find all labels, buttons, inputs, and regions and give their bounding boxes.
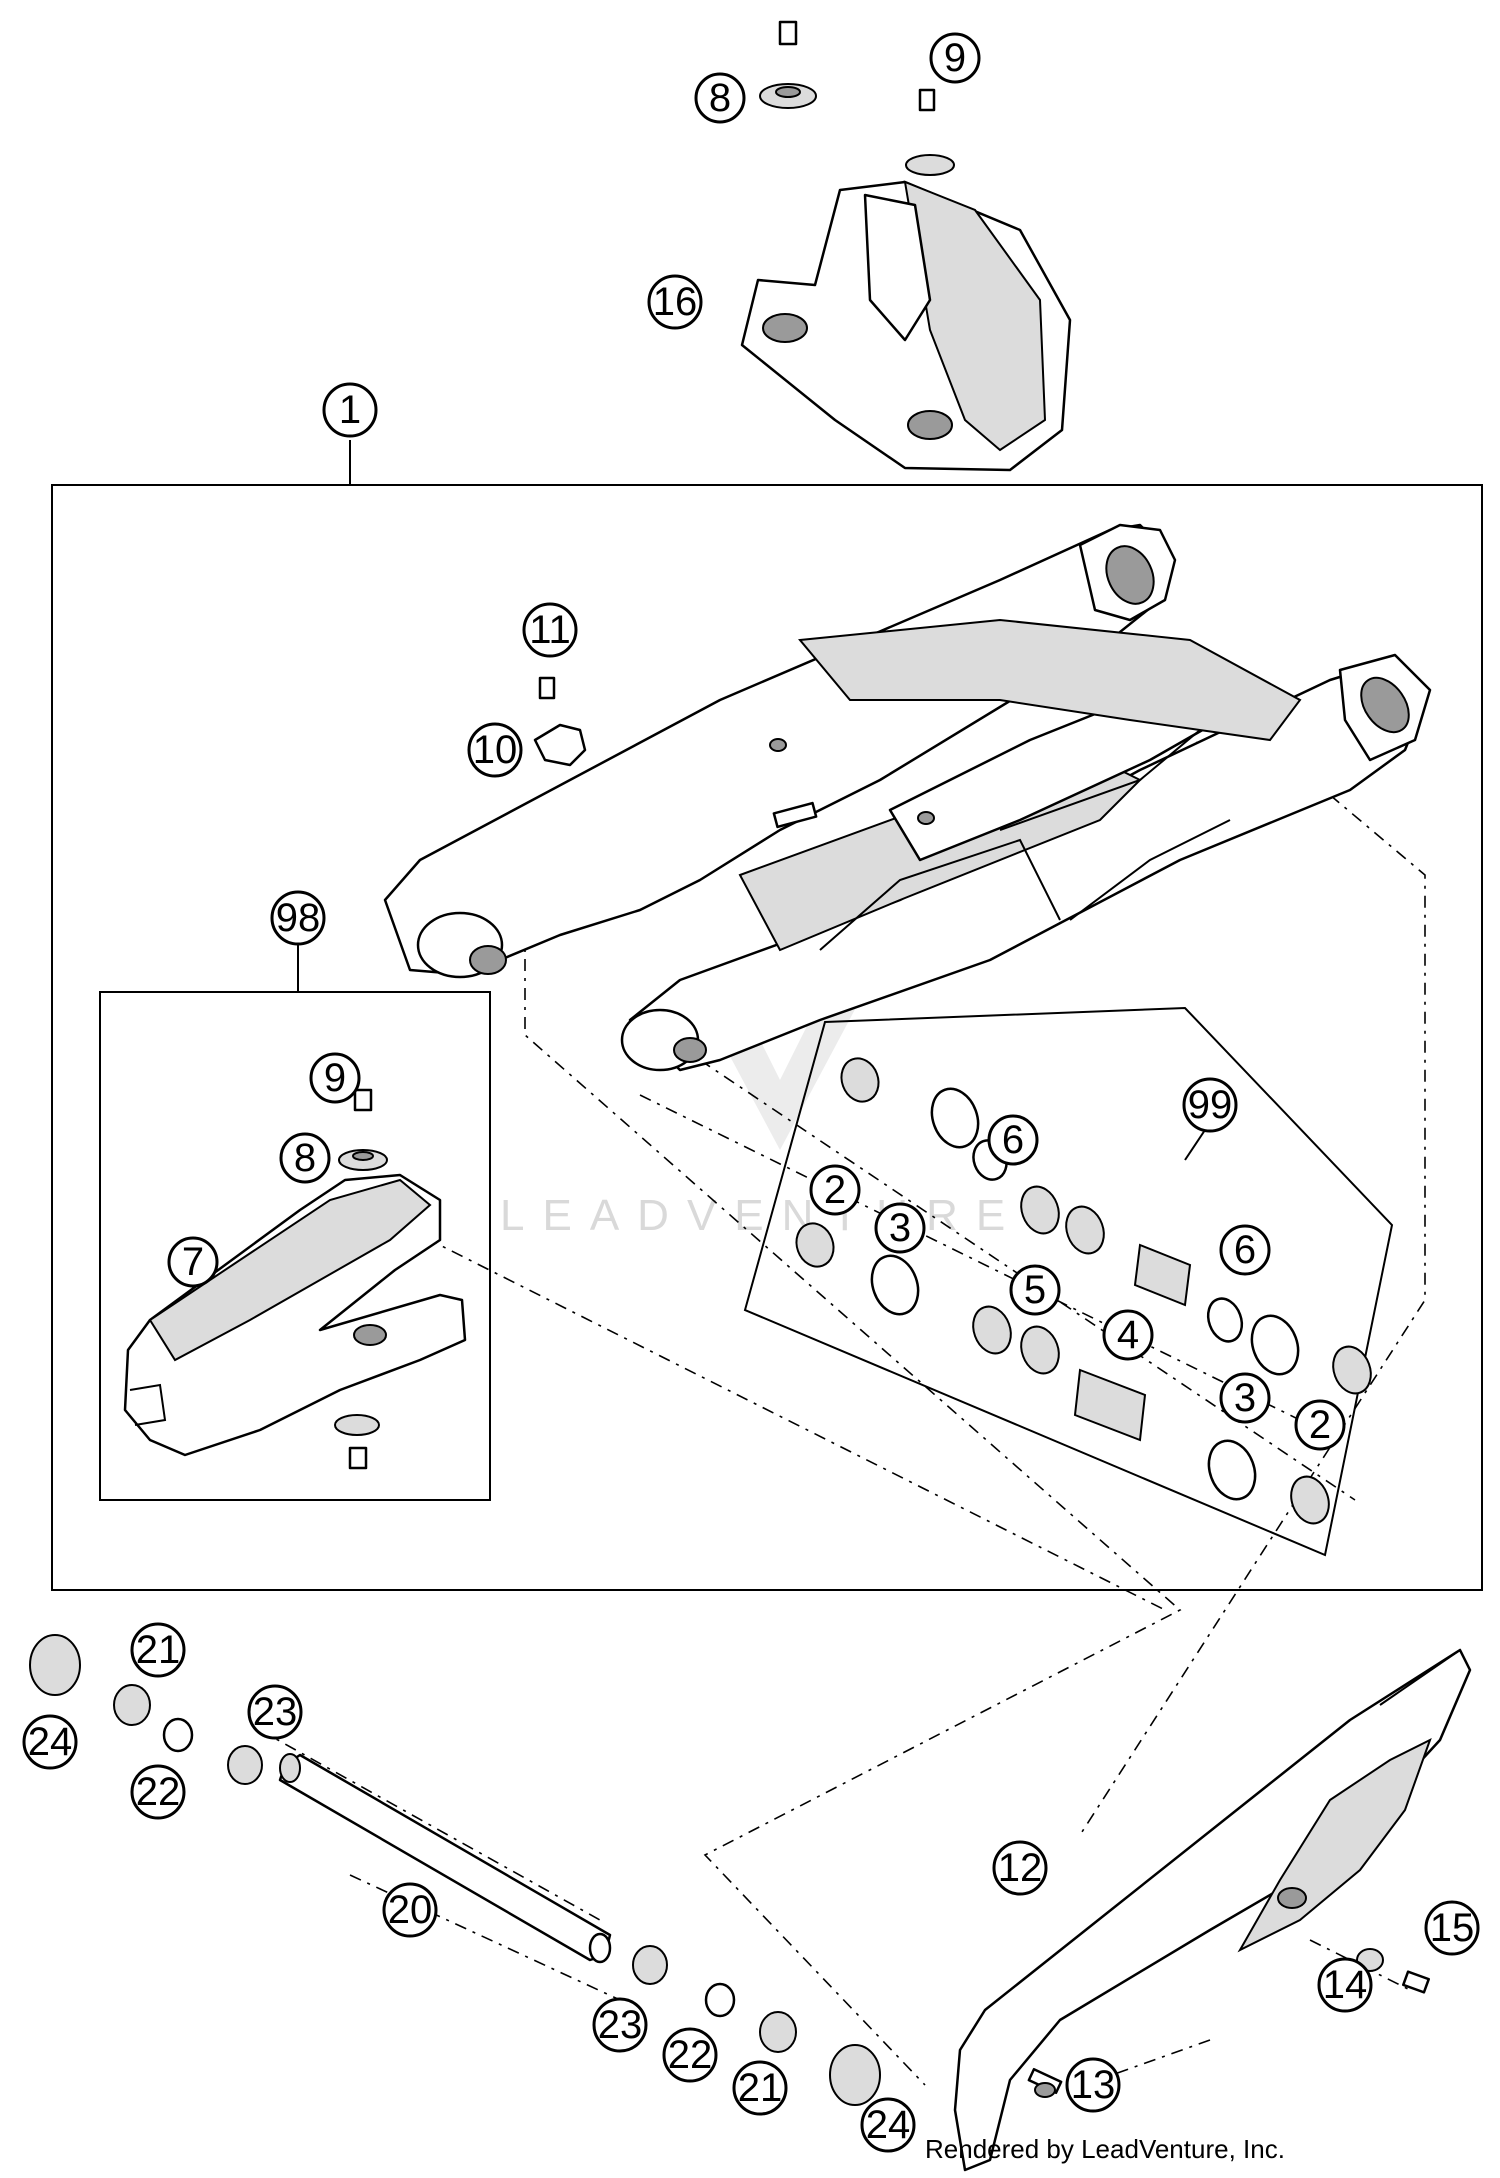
callout-16: 16 [647,274,703,330]
svg-text:14: 14 [1323,1963,1368,2007]
watermark-text: LEADVENTURE [500,1191,1023,1240]
svg-text:99: 99 [1188,1083,1233,1127]
assembly-box-99 [743,1006,1394,1557]
svg-text:8: 8 [294,1136,316,1180]
callout-3b: 3 [1219,1372,1271,1424]
callout-23a: 23 [247,1684,303,1740]
callout-98: 98 [270,890,326,946]
callout-9b: 9 [309,1052,361,1104]
callout-7: 7 [167,1236,219,1288]
callout-2a: 2 [809,1164,861,1216]
callouts: 1 2 2 3 3 4 5 6 6 7 8 8 9 9 10 11 12 13 … [22,32,1480,2153]
callout-8a: 8 [694,72,746,124]
svg-text:11: 11 [529,608,571,652]
callout-12: 12 [992,1840,1048,1896]
svg-text:23: 23 [598,2003,643,2047]
svg-text:2: 2 [1309,1403,1331,1447]
callout-11: 11 [522,602,578,658]
svg-text:3: 3 [1234,1376,1256,1420]
callout-13: 13 [1065,2057,1121,2113]
callout-99: 99 [1182,1077,1238,1133]
svg-text:8: 8 [709,76,731,120]
callout-20: 20 [382,1882,438,1938]
callout-15: 15 [1424,1900,1480,1956]
callout-24a: 24 [22,1714,78,1770]
assembly-box-98 [99,991,491,1501]
callout-6a: 6 [987,1114,1039,1166]
svg-text:3: 3 [889,1206,911,1250]
slider-hardware [334,1088,388,1470]
svg-text:22: 22 [668,2033,713,2077]
callout-8b: 8 [279,1132,331,1184]
callout-21a: 21 [130,1622,186,1678]
swingarm [383,523,1432,1072]
svg-text:6: 6 [1234,1228,1256,1272]
callout-23b: 23 [592,1997,648,2053]
callout-24b: 24 [860,2097,916,2153]
callout-22b: 22 [662,2027,718,2083]
callout-14: 14 [1317,1957,1373,2013]
callout-22a: 22 [130,1764,186,1820]
leader-lines [297,440,1206,1161]
svg-text:23: 23 [253,1690,298,1734]
svg-text:9: 9 [324,1056,346,1100]
top-hardware [759,20,955,176]
svg-text:20: 20 [388,1888,433,1932]
svg-text:24: 24 [866,2103,911,2147]
callout-21b: 21 [732,2060,788,2116]
svg-text:21: 21 [136,1628,181,1672]
svg-text:4: 4 [1117,1313,1139,1357]
callout-5: 5 [1009,1264,1061,1316]
svg-text:16: 16 [653,280,698,324]
svg-text:15: 15 [1430,1906,1475,1950]
callout-2b: 2 [1294,1399,1346,1451]
svg-text:24: 24 [28,1720,73,1764]
chain-slider [123,1173,467,1457]
assembly-box-1 [51,484,1483,1591]
svg-text:10: 10 [473,728,518,772]
chain-guard [953,1648,1472,2172]
svg-text:2: 2 [824,1168,846,1212]
brake-line-clamp [533,676,587,767]
svg-text:1: 1 [339,388,361,432]
swingarm-axle [278,1753,612,1964]
svg-text:9: 9 [944,36,966,80]
assembly-lines [259,729,1426,2091]
chain-guide-cover [740,180,1072,472]
callout-6b: 6 [1219,1224,1271,1276]
callout-1: 1 [322,382,378,438]
axle-spacers [29,1634,881,2106]
svg-text:7: 7 [182,1240,204,1284]
callout-10: 10 [467,722,523,778]
render-credit: Rendered by LeadVenture, Inc. [925,2134,1285,2164]
svg-text:21: 21 [738,2066,783,2110]
svg-text:22: 22 [136,1770,181,1814]
svg-text:13: 13 [1071,2063,1116,2107]
callout-4: 4 [1102,1309,1154,1361]
svg-text:12: 12 [998,1846,1043,1890]
svg-text:6: 6 [1002,1118,1024,1162]
callout-9a: 9 [929,32,981,84]
svg-text:98: 98 [276,896,321,940]
svg-text:5: 5 [1024,1268,1046,1312]
bearing-kit [795,1057,1372,1525]
callout-3a: 3 [874,1202,926,1254]
